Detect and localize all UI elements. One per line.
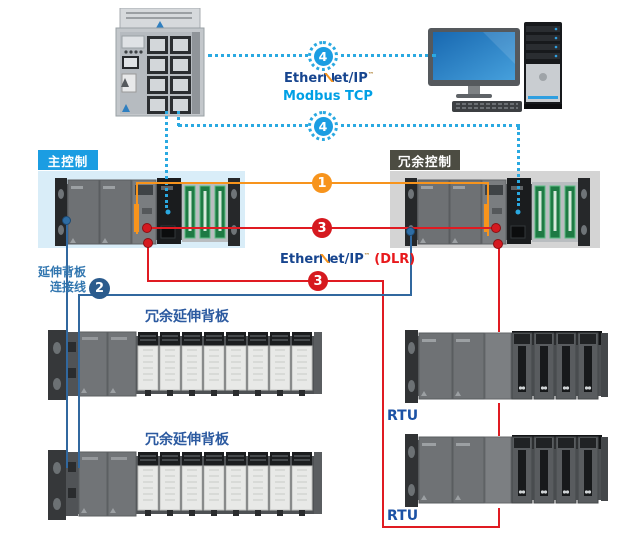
main-backplane-port xyxy=(62,216,71,225)
backplane-cable-main xyxy=(66,221,68,468)
redundant-backplane-caption-top: 冗余延伸背板 xyxy=(145,309,229,325)
dlr-bottom-horizontal xyxy=(382,526,500,528)
extension-backplane-rack-2-illustration xyxy=(48,450,322,522)
backplane-cable-left-drop xyxy=(78,294,80,468)
extension-backplane-rack-1-illustration xyxy=(48,330,322,402)
ethernet-link-drop-main xyxy=(165,111,168,208)
ethernet-ip-dlr-label: Ether et/IP™ (DLR) xyxy=(280,252,415,267)
badge-3-bottom: 3 xyxy=(308,271,328,291)
dlr-rtu1-to-rtu2 xyxy=(498,403,500,436)
ethernet-ip-suffix-2: et/IP xyxy=(329,252,364,267)
badge-4-bottom: 4 xyxy=(308,111,338,141)
badge-4-top-number: 4 xyxy=(313,46,333,66)
rtu-rack-1-illustration xyxy=(405,330,608,405)
backplane-cable-redundant-drop xyxy=(410,232,412,296)
trademark-mark: ™ xyxy=(367,71,374,79)
badge-3-top: 3 xyxy=(312,218,332,238)
rtu-caption-bottom: RTU xyxy=(387,508,419,524)
dlr-left-vertical xyxy=(382,280,384,528)
main-plc-rack-illustration xyxy=(55,178,240,246)
modbus-tcp-label: Modbus TCP xyxy=(283,89,373,104)
ethernet-ip-n-mark xyxy=(323,73,334,82)
badge-1: 1 xyxy=(312,173,332,193)
badge-2: 2 xyxy=(89,278,110,299)
backplane-cable-horizontal xyxy=(78,294,412,296)
redundant-cpu-port-1 xyxy=(491,223,501,233)
redundant-cpu-port-2 xyxy=(493,239,503,249)
sync-link-drop-redundant xyxy=(487,182,489,236)
badge-4-top: 4 xyxy=(308,41,338,71)
extension-cable-caption-line1: 延伸背板 xyxy=(37,265,86,279)
dlr-rtu2-riser xyxy=(498,508,500,528)
sync-link-drop-main xyxy=(136,182,138,234)
redundant-control-tag: 冗余控制 xyxy=(390,150,460,170)
main-cpu-port-2 xyxy=(143,238,153,248)
main-control-tag: 主控制 xyxy=(38,150,98,170)
redundant-backplane-port xyxy=(406,227,415,236)
redundant-control-label: 冗余控制 xyxy=(397,153,452,169)
ethernet-ip-suffix: et/IP xyxy=(333,71,368,86)
main-cpu-port-1 xyxy=(142,223,152,233)
redundant-plc-rack-illustration xyxy=(405,178,590,246)
ethernet-ip-n-mark-2 xyxy=(319,254,330,263)
dlr-line-lower xyxy=(147,280,384,282)
extension-cable-caption-line2: 连接线 xyxy=(49,280,86,294)
extension-cable-caption: 延伸背板 连接线 xyxy=(14,265,86,295)
ethernet-link-drop-branch xyxy=(177,111,180,126)
ethernet-link-switch-to-redundant xyxy=(178,124,520,127)
badge-4-bottom-number: 4 xyxy=(313,116,333,136)
rtu-caption-top: RTU xyxy=(387,408,419,424)
ethernet-switch-illustration xyxy=(115,8,205,117)
workstation-illustration xyxy=(428,22,563,113)
trademark-mark-2: ™ xyxy=(363,252,370,260)
ethernet-ip-prefix-2: Ether xyxy=(280,252,320,267)
ethernet-ip-prefix: Ether xyxy=(284,71,324,86)
dlr-drop-main xyxy=(147,243,149,281)
dlr-label: (DLR) xyxy=(374,252,416,267)
redundant-backplane-caption-bottom: 冗余延伸背板 xyxy=(145,432,229,448)
ethernet-link-drop-redundant xyxy=(517,127,520,206)
ethernet-ip-modbus-label: Ether et/IP™ xyxy=(284,71,374,86)
dlr-redundant-to-rtu1 xyxy=(498,244,500,332)
main-control-label: 主控制 xyxy=(47,153,89,169)
rtu-rack-2-illustration xyxy=(405,434,608,509)
